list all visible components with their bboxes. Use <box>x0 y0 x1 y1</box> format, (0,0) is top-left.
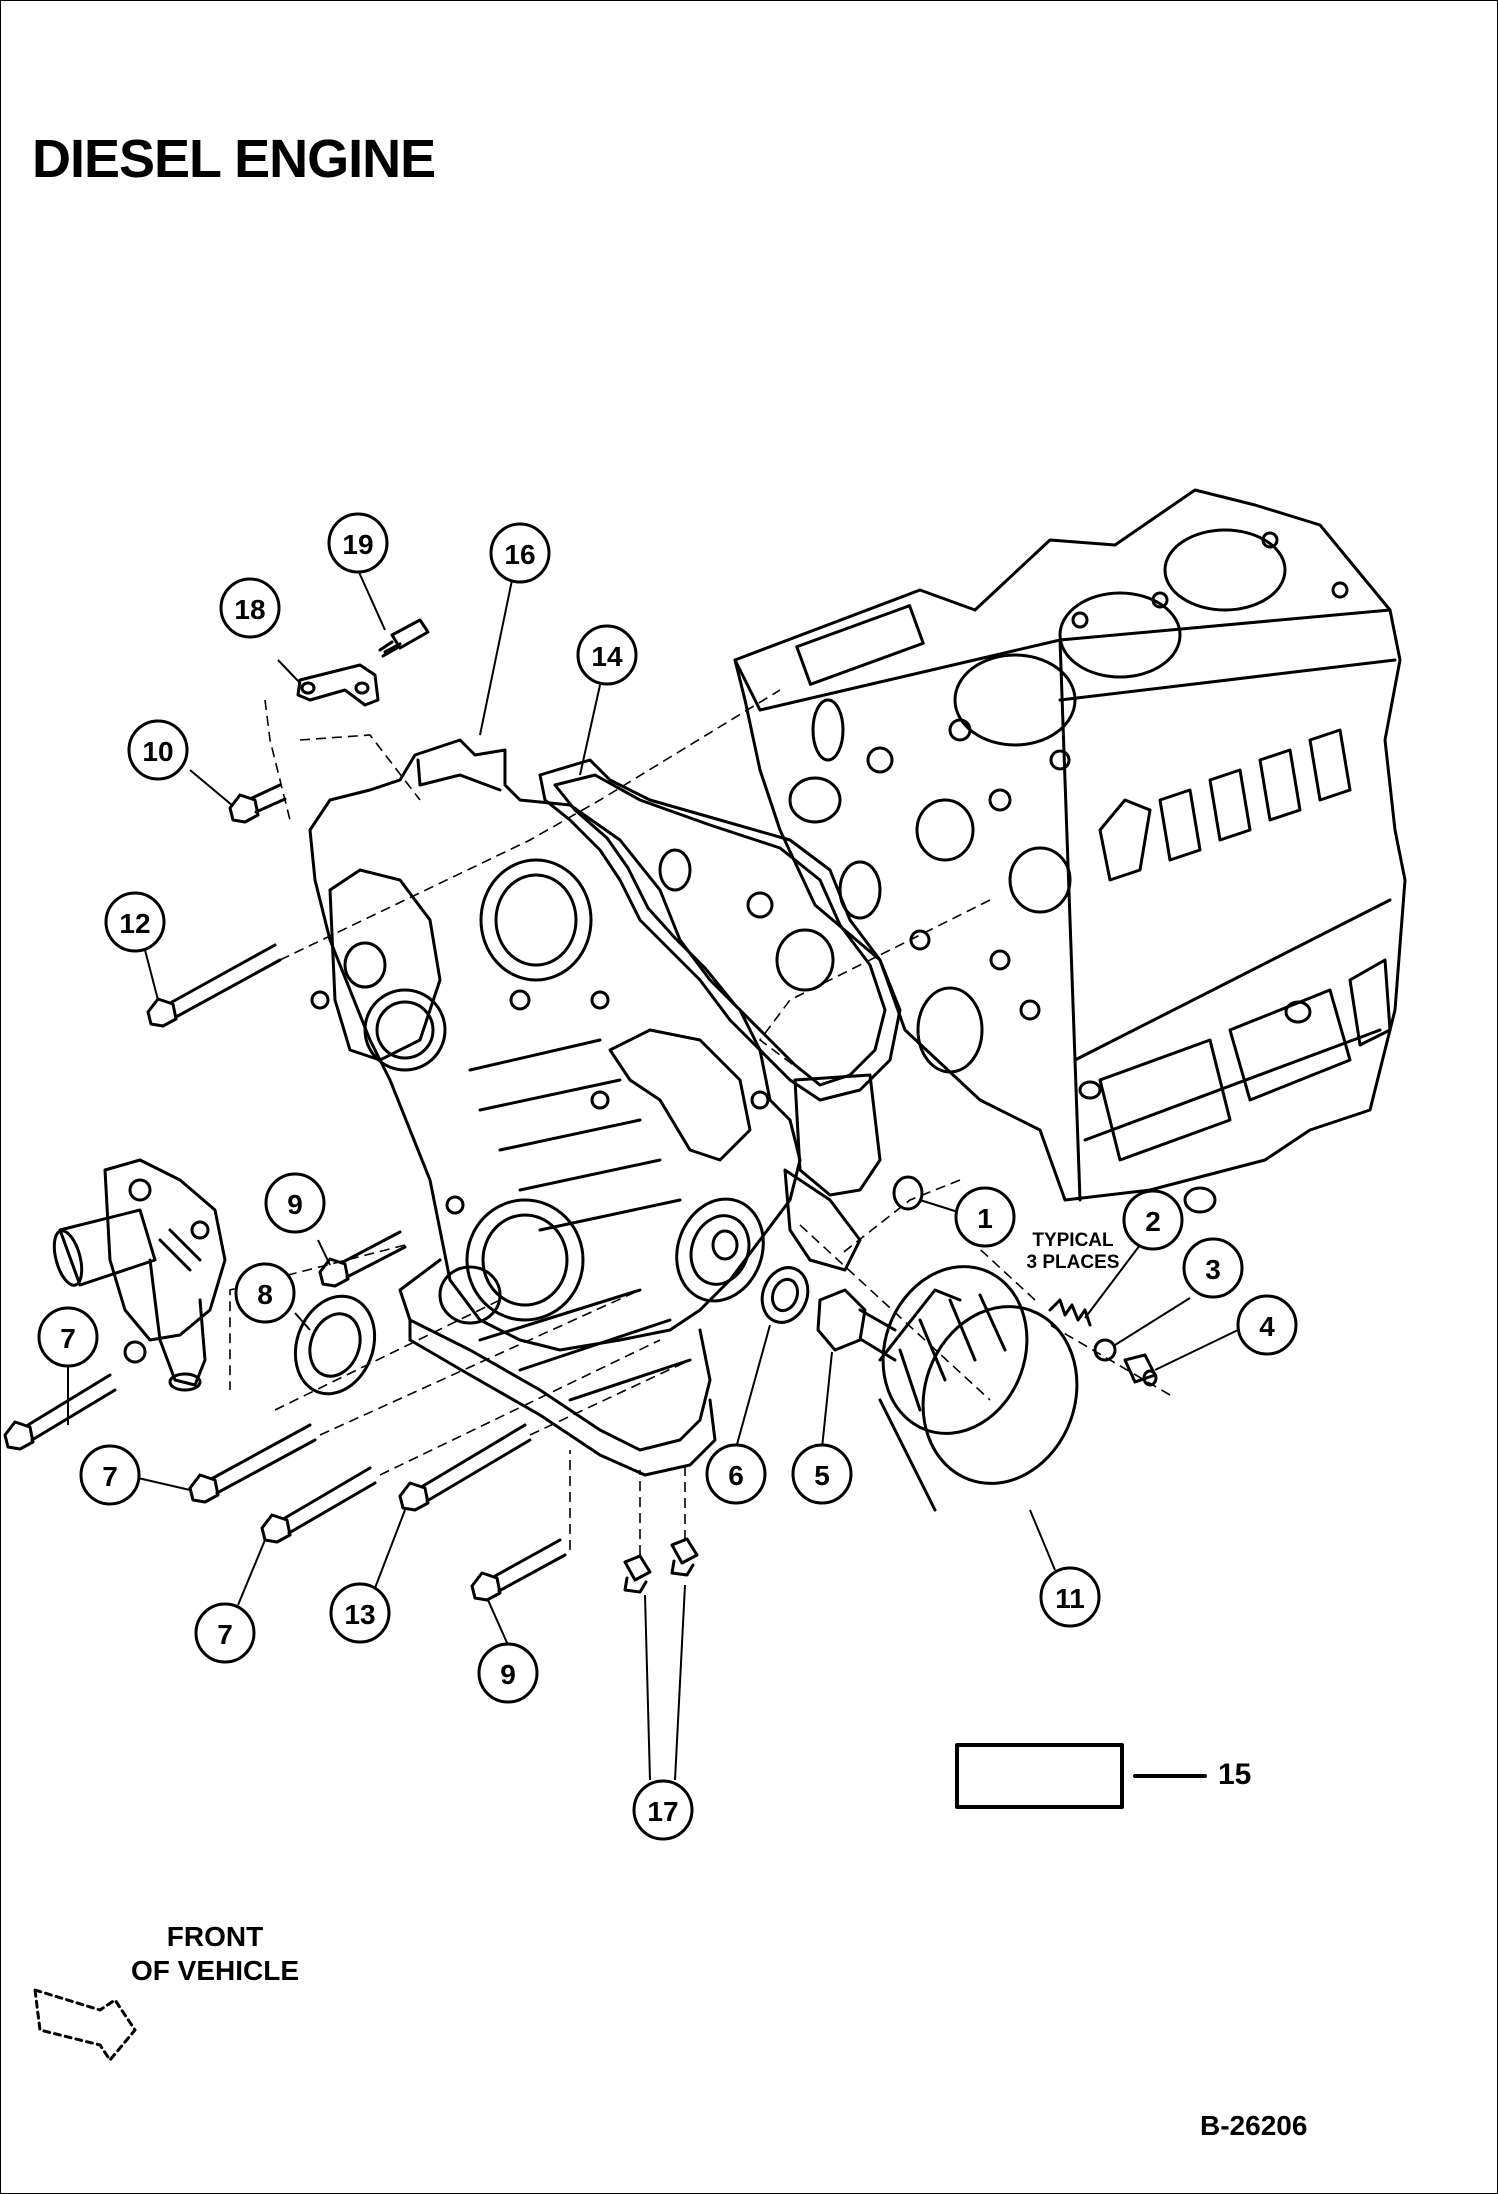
page-title: DIESEL ENGINE <box>32 129 436 189</box>
callout-19: 19 <box>327 512 389 574</box>
front-label-line-1: FRONT <box>166 1921 264 1952</box>
callout-11: 11 <box>1039 1566 1101 1628</box>
callout-18: 18 <box>219 577 281 639</box>
washer <box>760 1266 810 1324</box>
callout-17: 17 <box>632 1779 694 1841</box>
callout-6: 6 <box>705 1443 767 1505</box>
svg-text:13: 13 <box>344 1599 375 1630</box>
callout-9-lower: 9 <box>477 1642 539 1704</box>
alignment-lines <box>229 689 1171 1555</box>
svg-text:5: 5 <box>814 1460 830 1491</box>
callout-4: 4 <box>1236 1294 1298 1356</box>
front-label-line-2: OF VEHICLE <box>130 1955 299 1986</box>
oil-filter-base <box>675 1073 882 1303</box>
callout-3: 3 <box>1182 1237 1244 1299</box>
callout-7-lower: 7 <box>194 1602 256 1664</box>
svg-text:14: 14 <box>591 641 623 672</box>
svg-text:2: 2 <box>1145 1206 1161 1237</box>
kit-box-label: 15 <box>1218 1758 1252 1791</box>
typical-note-line-2: 3 PLACES <box>1026 1252 1120 1273</box>
svg-text:12: 12 <box>119 908 150 939</box>
kit-box <box>955 1743 1124 1809</box>
engine-block <box>733 488 1407 1214</box>
callout-5: 5 <box>791 1443 853 1505</box>
document-number: B-26206 <box>1200 2110 1308 2141</box>
svg-text:7: 7 <box>60 1323 76 1354</box>
svg-text:11: 11 <box>1055 1583 1085 1614</box>
callout-12: 12 <box>104 891 166 953</box>
callout-13: 13 <box>329 1582 391 1644</box>
callout-8: 8 <box>234 1262 296 1324</box>
bolt-19 <box>378 618 430 658</box>
relief-plug <box>1123 1353 1158 1387</box>
typical-note: TYPICAL 3 PLACES <box>1003 1230 1143 1274</box>
callout-7-left: 7 <box>37 1306 99 1368</box>
svg-text:18: 18 <box>234 594 265 625</box>
leader-lines <box>67 569 1239 1781</box>
svg-text:1: 1 <box>977 1203 993 1234</box>
bracket <box>296 663 380 707</box>
callout-7-middle: 7 <box>79 1444 141 1506</box>
oil-seal <box>293 1294 377 1396</box>
svg-text:6: 6 <box>728 1460 744 1491</box>
callout-labels: 1 2 3 4 5 6 7 7 7 8 9 9 10 11 12 13 14 1… <box>37 512 1298 1841</box>
svg-text:16: 16 <box>504 539 535 570</box>
svg-text:3: 3 <box>1205 1254 1221 1285</box>
typical-note-line-1: TYPICAL <box>1032 1230 1114 1251</box>
oil-filter <box>878 1265 1079 1512</box>
o-ring <box>892 1175 924 1211</box>
callout-1: 1 <box>954 1186 1016 1248</box>
svg-text:7: 7 <box>102 1461 118 1492</box>
svg-text:7: 7 <box>217 1619 233 1650</box>
svg-text:8: 8 <box>257 1279 273 1310</box>
callout-10: 10 <box>127 719 189 781</box>
svg-text:10: 10 <box>142 736 173 767</box>
callout-16: 16 <box>489 522 551 584</box>
svg-text:9: 9 <box>287 1189 303 1220</box>
relief-spring <box>1048 1298 1092 1327</box>
svg-text:19: 19 <box>342 529 373 560</box>
water-pump <box>52 1158 227 1392</box>
callout-2: 2 <box>1122 1189 1184 1251</box>
front-of-vehicle-label: FRONT OF VEHICLE <box>100 1920 330 1988</box>
svg-text:9: 9 <box>500 1659 516 1690</box>
callout-14: 14 <box>576 624 638 686</box>
svg-text:17: 17 <box>647 1796 678 1827</box>
callout-9-upper: 9 <box>264 1172 326 1234</box>
drain-plugs <box>623 1537 699 1594</box>
svg-text:4: 4 <box>1259 1311 1275 1342</box>
front-cover-gasket <box>538 758 902 1102</box>
gear-case-cover <box>308 738 802 1477</box>
front-arrow-icon <box>33 1988 137 2062</box>
relief-ball <box>1093 1338 1117 1362</box>
